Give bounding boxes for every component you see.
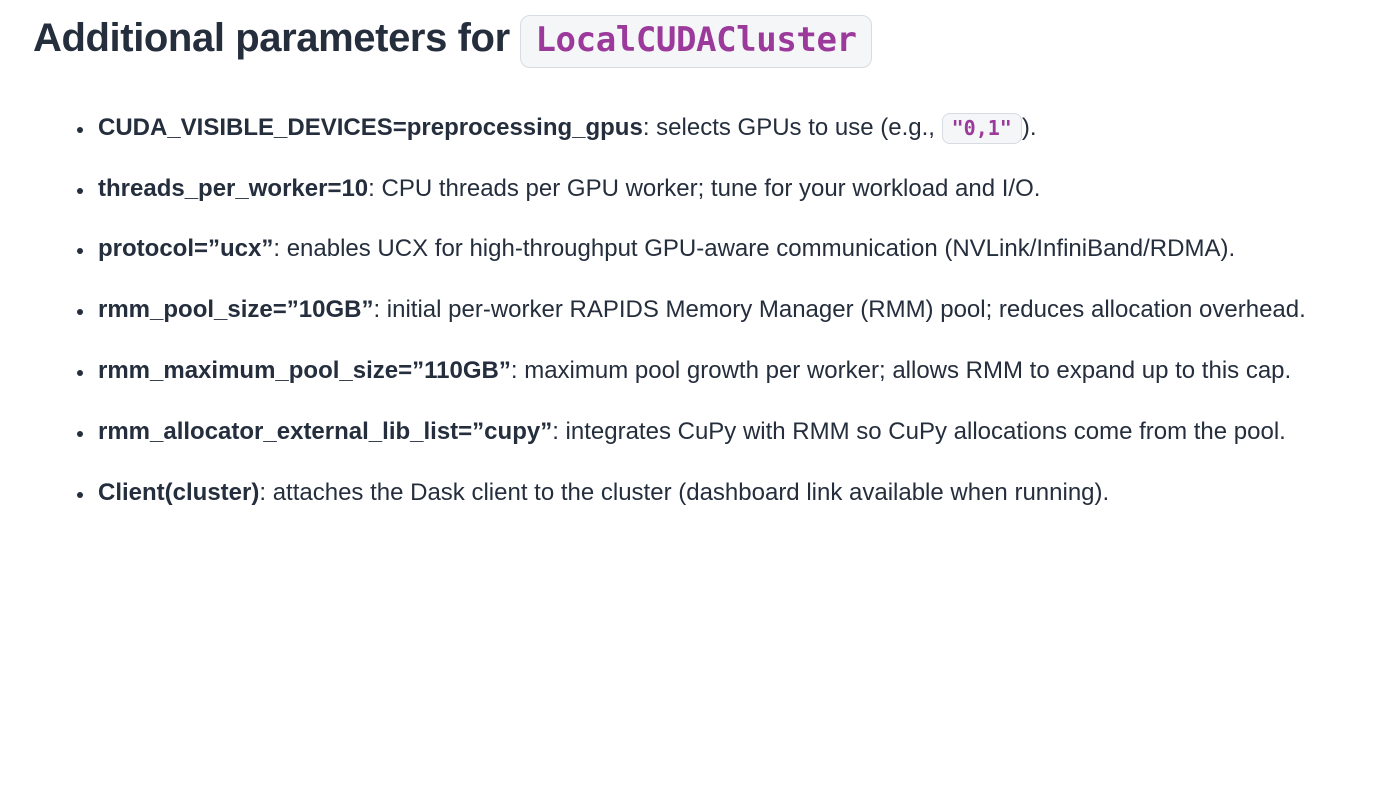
- parameter-name: CUDA_VISIBLE_DEVICES=preprocessing_gpus: [98, 113, 643, 141]
- parameter-description: : CPU threads per GPU worker; tune for y…: [368, 174, 1041, 202]
- inline-code-gpu-ids: "0,1": [941, 112, 1022, 144]
- list-item-rmm-allocator-external-lib-list: rmm_allocator_external_lib_list=”cupy”: …: [95, 406, 1378, 459]
- parameter-description: : selects GPUs to use (e.g.,: [642, 113, 942, 141]
- parameter-description-tail: ).: [1021, 113, 1037, 141]
- parameter-description: : enables UCX for high-throughput GPU-aw…: [273, 235, 1236, 263]
- parameter-description: : attaches the Dask client to the cluste…: [259, 478, 1110, 506]
- page-title-text: Additional parameters for: [33, 16, 510, 60]
- list-item-rmm-pool-size: rmm_pool_size=”10GB”: initial per-worker…: [95, 284, 1378, 337]
- parameter-name: protocol=”ucx”: [98, 235, 274, 263]
- list-item-client-cluster: Client(cluster): attaches the Dask clien…: [95, 467, 1378, 520]
- inline-code-localcudacluster: LocalCUDACluster: [520, 15, 872, 68]
- parameter-list: CUDA_VISIBLE_DEVICES=preprocessing_gpus:…: [33, 102, 1378, 520]
- parameter-description: : initial per-worker RAPIDS Memory Manag…: [373, 296, 1306, 324]
- parameter-name: rmm_pool_size=”10GB”: [98, 296, 374, 324]
- document-page: Additional parameters for LocalCUDAClust…: [0, 0, 1386, 551]
- list-item-protocol: protocol=”ucx”: enables UCX for high-thr…: [95, 223, 1378, 276]
- parameter-description: : maximum pool growth per worker; allows…: [510, 356, 1292, 384]
- list-item-cuda-visible-devices: CUDA_VISIBLE_DEVICES=preprocessing_gpus:…: [95, 102, 1378, 155]
- parameter-description: : integrates CuPy with RMM so CuPy alloc…: [552, 417, 1286, 445]
- list-item-threads-per-worker: threads_per_worker=10: CPU threads per G…: [95, 163, 1378, 216]
- list-item-rmm-maximum-pool-size: rmm_maximum_pool_size=”110GB”: maximum p…: [95, 345, 1378, 398]
- parameter-name: Client(cluster): [98, 478, 260, 506]
- parameter-name: rmm_maximum_pool_size=”110GB”: [98, 356, 511, 384]
- parameter-name: threads_per_worker=10: [98, 174, 369, 202]
- parameter-name: rmm_allocator_external_lib_list=”cupy”: [98, 417, 553, 445]
- page-title: Additional parameters for LocalCUDAClust…: [33, 10, 1378, 68]
